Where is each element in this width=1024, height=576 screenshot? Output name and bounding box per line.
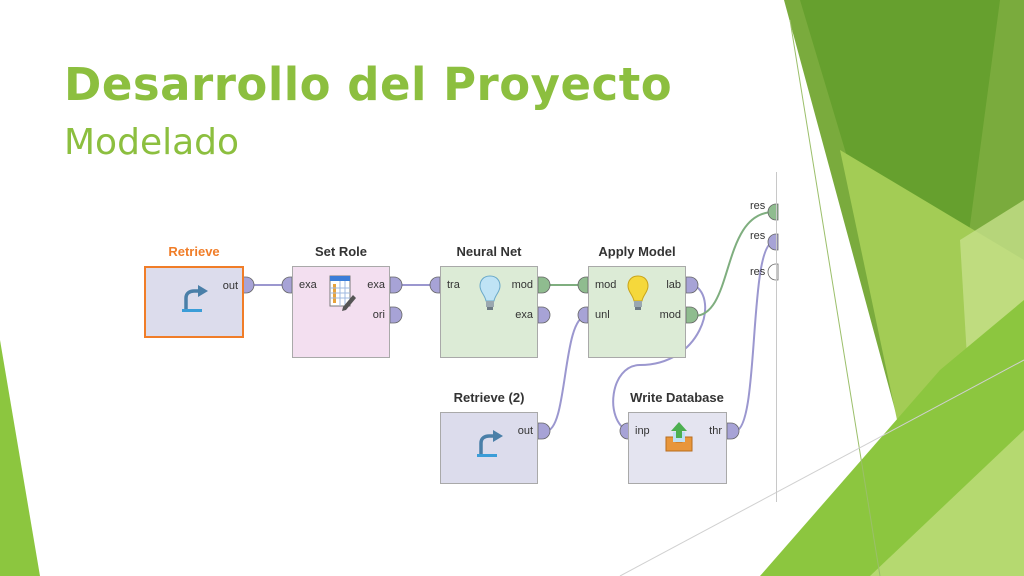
operator-neural-net[interactable]: tra mod exa xyxy=(440,266,538,358)
slide-subtitle: Modelado xyxy=(64,122,240,163)
operator-title-retrieve-2: Retrieve (2) xyxy=(453,390,525,405)
operator-title-write-database: Write Database xyxy=(630,390,724,405)
operator-title-set-role: Set Role xyxy=(314,244,367,259)
retrieve-arrow-icon xyxy=(477,430,503,457)
database-upload-icon xyxy=(665,422,693,452)
port-label-retrieve2-out: out xyxy=(517,425,533,437)
bg-line-2 xyxy=(619,359,1024,576)
table-edit-icon xyxy=(329,275,356,311)
port-label-writedb-out-thr: thr xyxy=(709,425,722,437)
port-label-applymodel-in-mod: mod xyxy=(595,279,617,291)
port-label-writedb-in-inp: inp xyxy=(635,425,650,437)
port-label-applymodel-out-lab: lab xyxy=(666,279,681,291)
lightbulb-lit-icon xyxy=(627,275,649,310)
bg-shape-bottom-light xyxy=(870,430,1024,576)
operator-title-neural-net: Neural Net xyxy=(456,244,522,259)
bg-shape-left xyxy=(0,340,40,576)
operator-apply-model[interactable]: mod unl lab mod xyxy=(588,266,686,358)
bg-line-1 xyxy=(789,19,881,576)
port-label-applymodel-out-mod: mod xyxy=(659,309,681,321)
port-label-neuralnet-out-exa: exa xyxy=(515,309,533,321)
port-label-retrieve-out: out xyxy=(222,280,238,292)
retrieve-arrow-icon xyxy=(182,285,208,312)
operator-retrieve-2[interactable]: out xyxy=(440,412,538,484)
operator-title-retrieve: Retrieve xyxy=(168,244,220,259)
port-label-neuralnet-in-tra: tra xyxy=(447,279,460,291)
operator-write-database[interactable]: inp thr xyxy=(628,412,727,484)
operator-retrieve[interactable]: out xyxy=(144,266,244,338)
slide-title: Desarrollo del Proyecto xyxy=(64,58,673,111)
port-label-setrole-out-exa: exa xyxy=(367,279,385,291)
port-label-applymodel-in-unl: unl xyxy=(595,309,610,321)
operator-title-apply-model: Apply Model xyxy=(598,244,676,259)
port-label-setrole-out-ori: ori xyxy=(372,309,385,321)
lightbulb-icon xyxy=(479,275,501,310)
port-label-setrole-in-exa: exa xyxy=(299,279,317,291)
operator-set-role[interactable]: exa exa ori xyxy=(292,266,390,358)
port-label-neuralnet-out-mod: mod xyxy=(511,279,533,291)
